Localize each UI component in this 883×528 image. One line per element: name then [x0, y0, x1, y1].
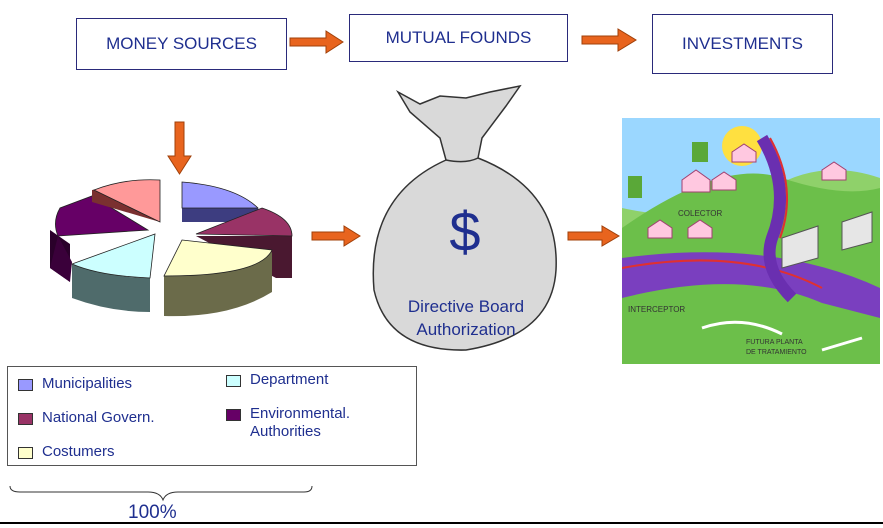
- arrow-sources-to-founds: [289, 30, 344, 54]
- legend-label: Costumers: [42, 443, 115, 460]
- money-sources-box: MONEY SOURCES: [76, 18, 287, 70]
- sewer-illustration: COLECTOR INTERCEPTOR FUTURA PLANTA DE TR…: [622, 118, 880, 364]
- legend-label: National Govern.: [42, 409, 155, 426]
- mutual-founds-label: MUTUAL FOUNDS: [385, 28, 532, 47]
- dollar-sign: $: [449, 200, 481, 263]
- arrow-down-to-pie: [167, 121, 192, 175]
- bottom-rule: [0, 522, 883, 524]
- arrow-pie-to-bag: [311, 225, 361, 247]
- slice-costumers: [163, 239, 273, 277]
- swatch-costumers: [18, 447, 33, 459]
- money-bag: [372, 84, 557, 351]
- brace: [9, 485, 313, 502]
- legend-item-costumers: Costumers: [18, 443, 115, 461]
- arrow-founds-to-investments: [581, 28, 637, 52]
- investments-box: INVESTMENTS: [652, 14, 833, 74]
- legend-label: Municipalities: [42, 375, 133, 392]
- swatch-department: [226, 375, 241, 387]
- plant-label-line1: FUTURA PLANTA: [746, 339, 803, 346]
- slice-municipalities: [181, 181, 259, 209]
- mutual-founds-box: MUTUAL FOUNDS: [349, 14, 568, 62]
- legend-label: Department: [250, 371, 329, 388]
- slice-national-govern: [195, 207, 293, 237]
- bag-caption-line2: Authorization: [416, 320, 516, 339]
- total-percent: 100%: [128, 502, 177, 523]
- swatch-municipalities: [18, 379, 33, 391]
- slice-department: [70, 233, 156, 279]
- bag-caption-line1: Directive Board: [407, 297, 525, 316]
- legend-item-environmental: Environmental. Authorities: [226, 405, 396, 441]
- slice-extra: [92, 179, 161, 223]
- legend-item-national-govern: National Govern.: [18, 409, 155, 427]
- legend-item-department: Department: [226, 371, 328, 389]
- investments-label: INVESTMENTS: [682, 34, 803, 53]
- collector-label: COLECTOR: [678, 209, 723, 218]
- swatch-national-govern: [18, 413, 33, 425]
- money-sources-label: MONEY SOURCES: [106, 34, 257, 53]
- legend-item-municipalities: Municipalities: [18, 375, 132, 393]
- arrow-bag-to-illustration: [567, 225, 620, 247]
- legend: Municipalities National Govern. Costumer…: [7, 366, 417, 466]
- slice-environmental-authorities: [55, 195, 150, 237]
- swatch-environmental: [226, 409, 241, 421]
- interceptor-label: INTERCEPTOR: [628, 305, 685, 314]
- pie-chart: [50, 179, 293, 317]
- plant-label-line2: DE TRATAMIENTO: [746, 349, 807, 356]
- legend-label: Environmental. Authorities: [250, 405, 351, 440]
